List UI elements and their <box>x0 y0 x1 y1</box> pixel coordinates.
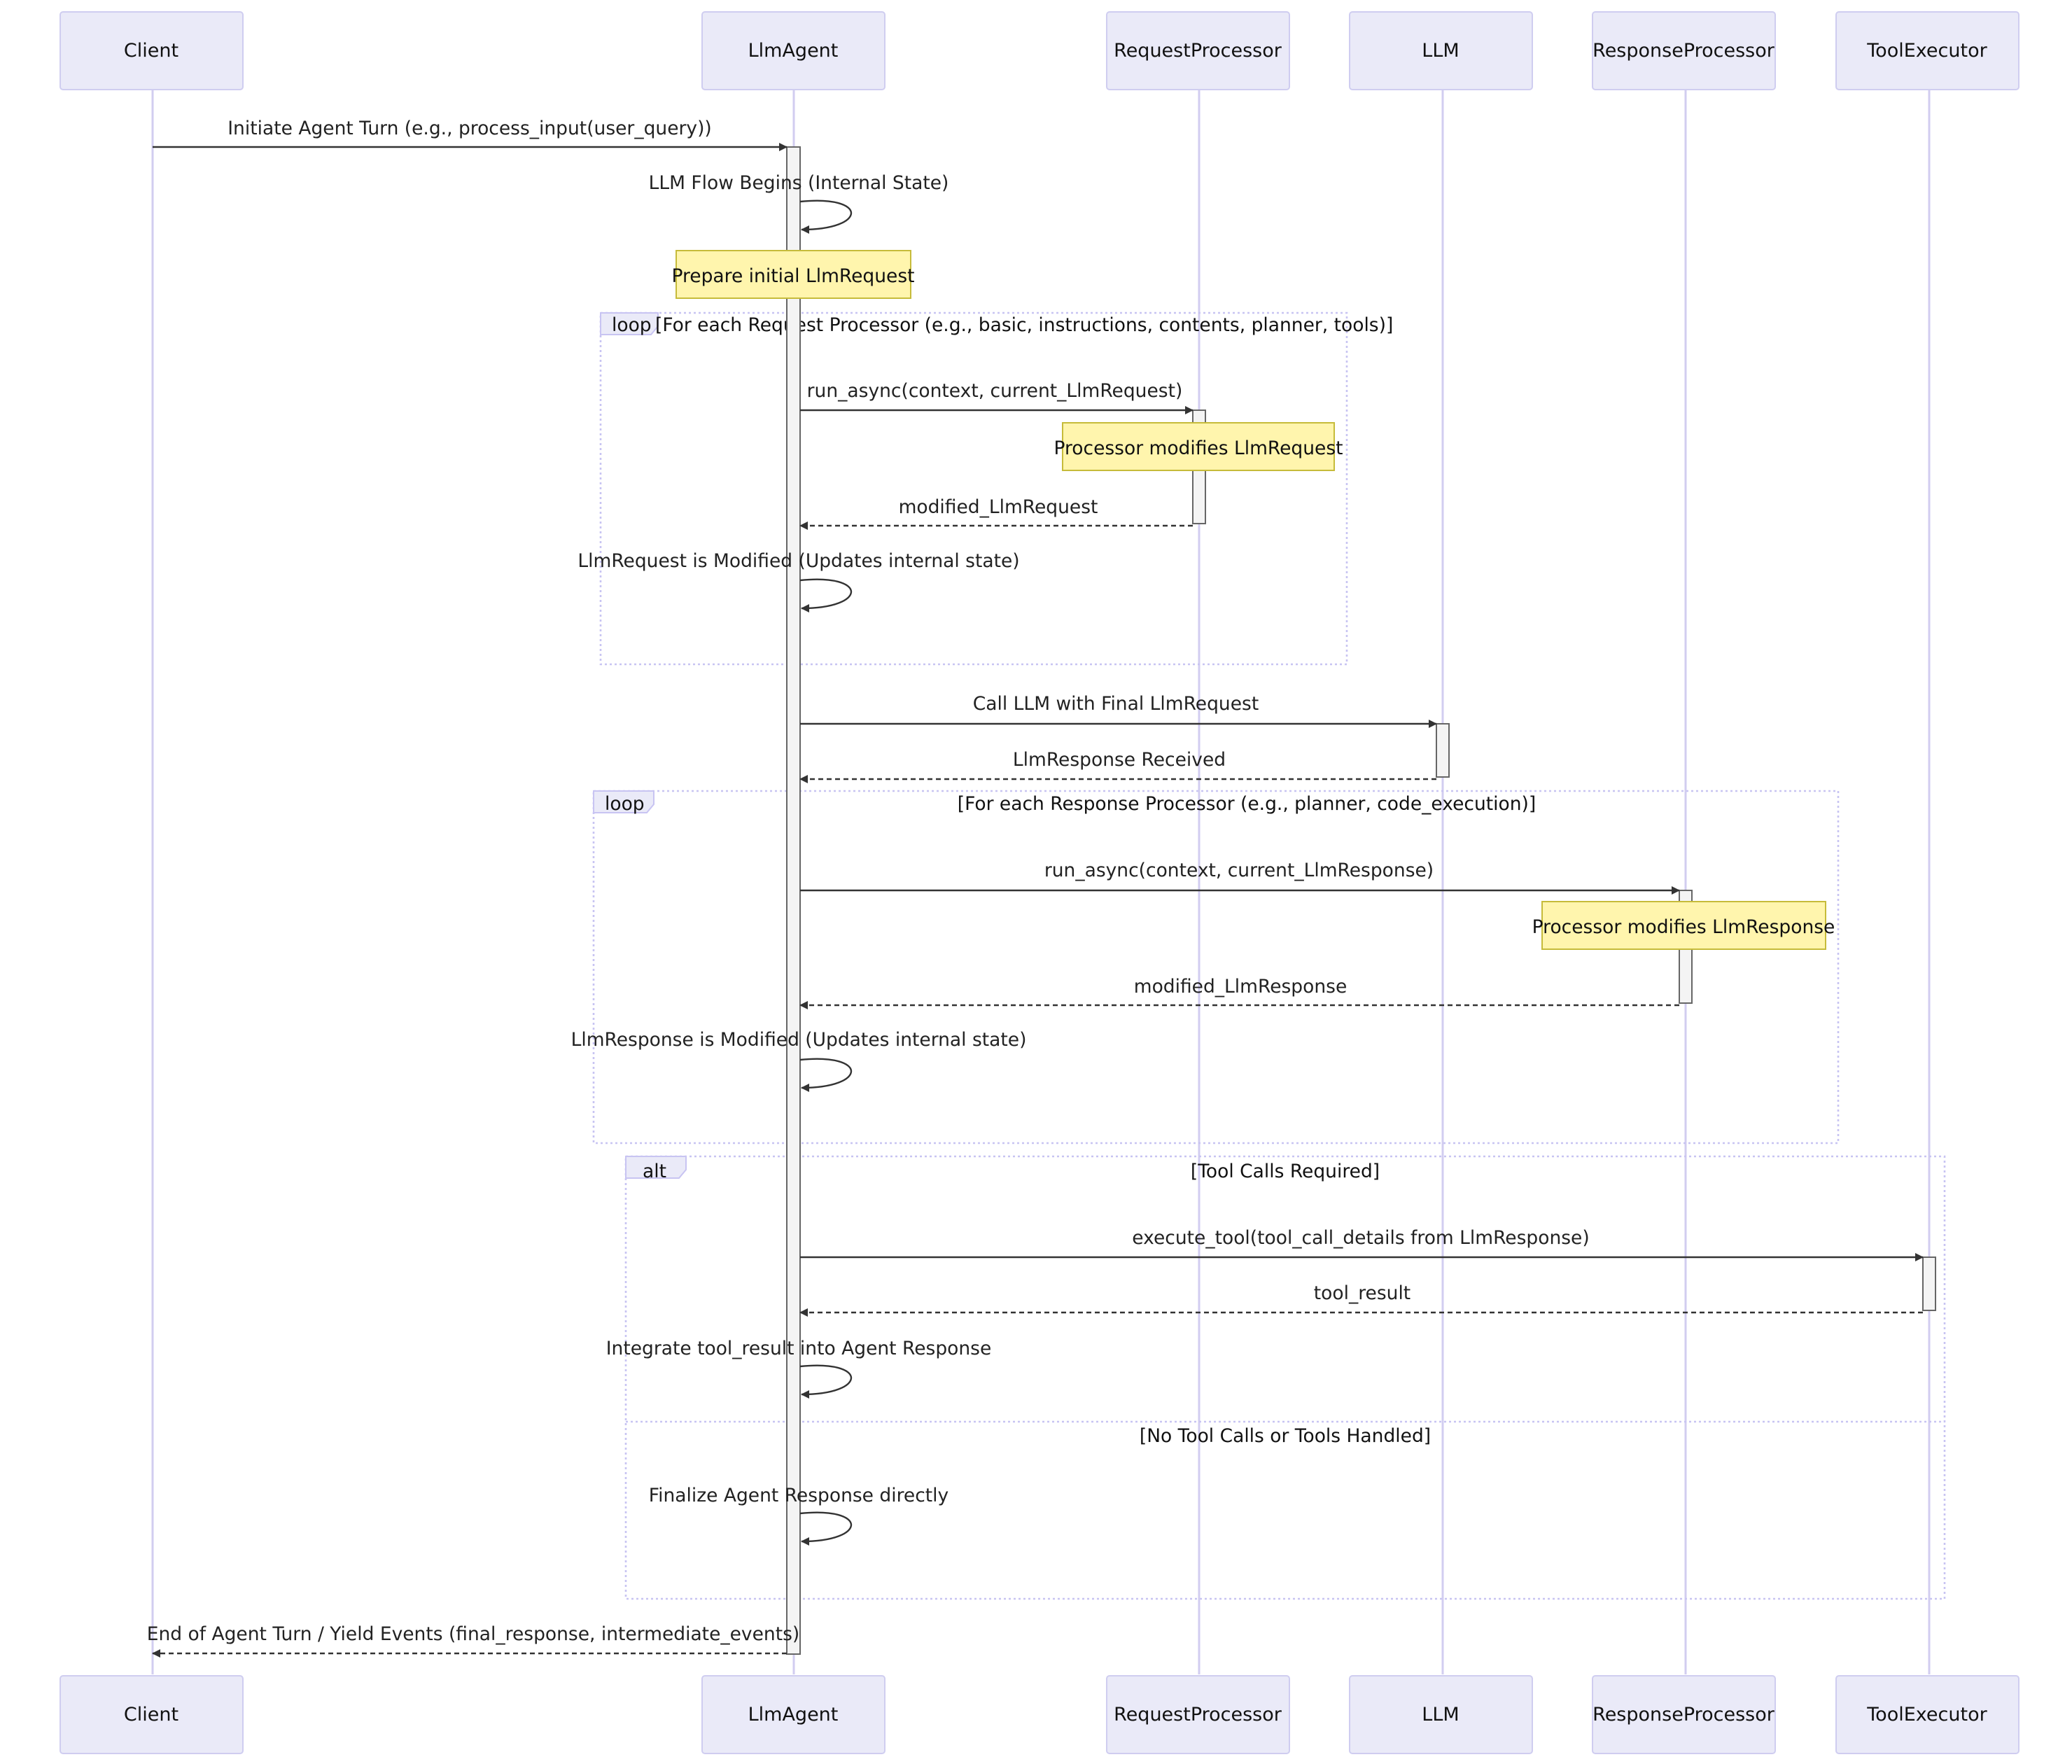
participants-top: Client LlmAgent RequestProcessor LLM Res… <box>59 11 2019 90</box>
svg-text:Client: Client <box>124 1704 178 1726</box>
actor-response-processor-top: ResponseProcessor <box>1592 11 1776 90</box>
svg-text:Processor modifies LlmRequest: Processor modifies LlmRequest <box>1054 438 1343 459</box>
svg-text:RequestProcessor: RequestProcessor <box>1114 40 1282 62</box>
message-run-async-request: run_async(context, current_LlmRequest) <box>800 380 1194 414</box>
actor-llm-agent-top: LlmAgent <box>701 11 886 90</box>
loop-condition: [For each Request Processor (e.g., basic… <box>655 314 1393 336</box>
note-request-processor: Processor modifies LlmRequest <box>1054 422 1343 471</box>
actor-llm-bottom: LLM <box>1349 1675 1533 1754</box>
message-label: modified_LlmRequest <box>899 496 1098 518</box>
notes: Prepare initial LlmRequest Processor mod… <box>671 250 1835 950</box>
message-self-request-modified: LlmRequest is Modified (Updates internal… <box>578 550 1020 612</box>
participants-bottom: Client LlmAgent RequestProcessor LLM Res… <box>59 1675 2019 1754</box>
svg-text:LLM: LLM <box>1422 1704 1459 1726</box>
message-label: Integrate tool_result into Agent Respons… <box>606 1338 992 1359</box>
activation-llm <box>1436 723 1450 778</box>
alt-frame <box>624 1155 1946 1600</box>
svg-text:RequestProcessor: RequestProcessor <box>1114 1704 1282 1726</box>
loop-fragment-response-processors: loop [For each Response Processor (e.g.,… <box>592 790 1840 1144</box>
message-self-response-modified: LlmResponse is Modified (Updates interna… <box>571 1029 1027 1092</box>
loop-tab <box>600 312 659 335</box>
message-label: LlmResponse Received <box>1013 749 1226 771</box>
svg-text:Processor modifies LlmResponse: Processor modifies LlmResponse <box>1532 916 1835 938</box>
actor-tool-executor-top: ToolExecutor <box>1835 11 2019 90</box>
message-modified-request: modified_LlmRequest <box>799 496 1193 530</box>
self-message-arrow <box>799 1364 853 1399</box>
loop-fragment-request-processors: loop [For each Request Processor (e.g., … <box>599 312 1393 666</box>
message-tool-result: tool_result <box>799 1282 1923 1317</box>
svg-text:ToolExecutor: ToolExecutor <box>1866 1704 1987 1726</box>
messages: Initiate Agent Turn (e.g., process_input… <box>147 118 1924 1658</box>
message-label: Initiate Agent Turn (e.g., process_input… <box>227 118 712 139</box>
alt-else-condition: [No Tool Calls or Tools Handled] <box>1140 1425 1431 1447</box>
alt-tab <box>625 1156 687 1179</box>
message-label: modified_LlmResponse <box>1134 976 1348 997</box>
svg-text:ResponseProcessor: ResponseProcessor <box>1592 40 1775 62</box>
actor-response-processor-bottom: ResponseProcessor <box>1592 1675 1776 1754</box>
self-message-arrow <box>799 200 853 234</box>
actor-request-processor-bottom: RequestProcessor <box>1106 1675 1290 1754</box>
note-response-processor: Processor modifies LlmResponse <box>1532 901 1835 950</box>
svg-text:ResponseProcessor: ResponseProcessor <box>1592 1704 1775 1726</box>
message-label: Finalize Agent Response directly <box>649 1485 948 1506</box>
message-execute-tool: execute_tool(tool_call_details from LlmR… <box>800 1227 1924 1261</box>
message-end-of-turn: End of Agent Turn / Yield Events (final_… <box>147 1623 800 1658</box>
svg-text:LLM: LLM <box>1422 40 1459 62</box>
svg-text:Client: Client <box>124 40 178 62</box>
alt-keyword: alt <box>643 1161 666 1182</box>
message-label: execute_tool(tool_call_details from LlmR… <box>1132 1227 1589 1249</box>
actor-client-top: Client <box>59 11 244 90</box>
actor-tool-executor-bottom: ToolExecutor <box>1835 1675 2019 1754</box>
self-message-arrow <box>799 1511 853 1546</box>
message-label: run_async(context, current_LlmResponse) <box>1044 860 1434 881</box>
self-message-arrow <box>799 578 853 612</box>
message-modified-response: modified_LlmResponse <box>799 976 1679 1009</box>
message-llm-response: LlmResponse Received <box>799 749 1436 783</box>
loop-tab <box>593 790 654 813</box>
self-message-arrow <box>799 1058 853 1092</box>
loop-keyword: loop <box>605 793 645 815</box>
message-label: Call LLM with Final LlmRequest <box>973 693 1259 715</box>
loop-frame <box>592 790 1840 1144</box>
activation-llm-agent <box>786 146 801 1655</box>
message-label: End of Agent Turn / Yield Events (final_… <box>147 1623 800 1645</box>
message-initiate-turn: Initiate Agent Turn (e.g., process_input… <box>153 118 788 151</box>
actor-client-bottom: Client <box>59 1675 244 1754</box>
message-self-flow-begins: LLM Flow Begins (Internal State) <box>649 172 949 234</box>
svg-text:LlmAgent: LlmAgent <box>748 1704 839 1726</box>
loop-condition: [For each Response Processor (e.g., plan… <box>958 793 1536 815</box>
message-self-finalize: Finalize Agent Response directly <box>649 1485 948 1546</box>
loop-keyword: loop <box>612 314 652 336</box>
svg-text:ToolExecutor: ToolExecutor <box>1866 40 1987 62</box>
note-prepare-request: Prepare initial LlmRequest <box>671 250 915 299</box>
message-call-llm: Call LLM with Final LlmRequest <box>800 693 1437 728</box>
svg-text:LlmAgent: LlmAgent <box>748 40 839 62</box>
message-label: tool_result <box>1314 1282 1410 1304</box>
svg-text:Prepare initial LlmRequest: Prepare initial LlmRequest <box>671 265 914 287</box>
loop-frame <box>599 312 1348 666</box>
message-self-integrate-result: Integrate tool_result into Agent Respons… <box>606 1338 992 1399</box>
actor-request-processor-top: RequestProcessor <box>1106 11 1290 90</box>
message-run-async-response: run_async(context, current_LlmResponse) <box>800 860 1680 895</box>
message-label: LlmResponse is Modified (Updates interna… <box>571 1029 1027 1051</box>
actor-llm-agent-bottom: LlmAgent <box>701 1675 886 1754</box>
alt-condition: [Tool Calls Required] <box>1191 1161 1380 1182</box>
message-label: LlmRequest is Modified (Updates internal… <box>578 550 1019 572</box>
activation-tool-executor <box>1922 1256 1936 1311</box>
alt-fragment-tool-calls: alt [Tool Calls Required] [No Tool Calls… <box>624 1155 1946 1600</box>
actor-llm-top: LLM <box>1349 11 1533 90</box>
message-label: run_async(context, current_LlmRequest) <box>807 380 1183 402</box>
message-label: LLM Flow Begins (Internal State) <box>649 172 949 194</box>
